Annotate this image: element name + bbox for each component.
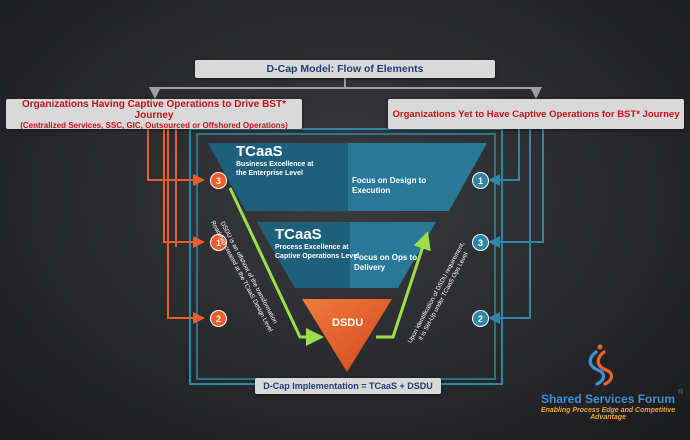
level-2-label: TCaaS Process Excellence at Captive Oper…	[275, 226, 360, 260]
dsdu-level	[302, 299, 392, 372]
left-group-subtitle: (Centralized Services, SSC, GIC, Outsour…	[20, 120, 288, 130]
diagram-title: D-Cap Model: Flow of Elements	[195, 60, 495, 78]
right-step-circle: 2	[472, 310, 489, 327]
flow-arrow-down	[228, 187, 324, 346]
logo-mark	[588, 344, 614, 386]
right-step-circle: 1	[472, 172, 489, 189]
left-step-circle: 2	[210, 310, 227, 327]
left-group-title: Organizations Having Captive Operations …	[22, 98, 286, 121]
right-step-circle: 3	[472, 234, 489, 251]
left-connectors	[147, 129, 205, 324]
title-connector	[149, 78, 542, 99]
level-1-focus: Focus on Design to Execution	[352, 176, 427, 195]
level-2-focus: Focus on Ops to Delivery	[354, 253, 418, 272]
logo-tagline: Enabling Process Edge and Competitive Ad…	[540, 407, 676, 421]
logo-registered: ®	[678, 389, 684, 396]
flow-arrow-up	[376, 231, 431, 339]
right-connectors	[488, 129, 544, 324]
logo-name: Shared Services Forum	[540, 392, 676, 406]
left-step-circle: 1	[210, 234, 227, 251]
level-1-label: TCaaS Business Excellence at the Enterpr…	[236, 143, 314, 177]
shared-services-forum-logo: Shared Services Forum ® Enabling Process…	[528, 355, 688, 435]
right-group-box: Organizations Yet to Have Captive Operat…	[388, 99, 684, 129]
left-group-box: Organizations Having Captive Operations …	[6, 98, 302, 130]
right-group-title: Organizations Yet to Have Captive Operat…	[392, 108, 680, 120]
dsdu-label: DSDU	[332, 317, 364, 329]
implementation-box: D-Cap Implementation = TCaaS + DSDU	[255, 378, 441, 394]
left-step-circle: 3	[210, 172, 227, 189]
